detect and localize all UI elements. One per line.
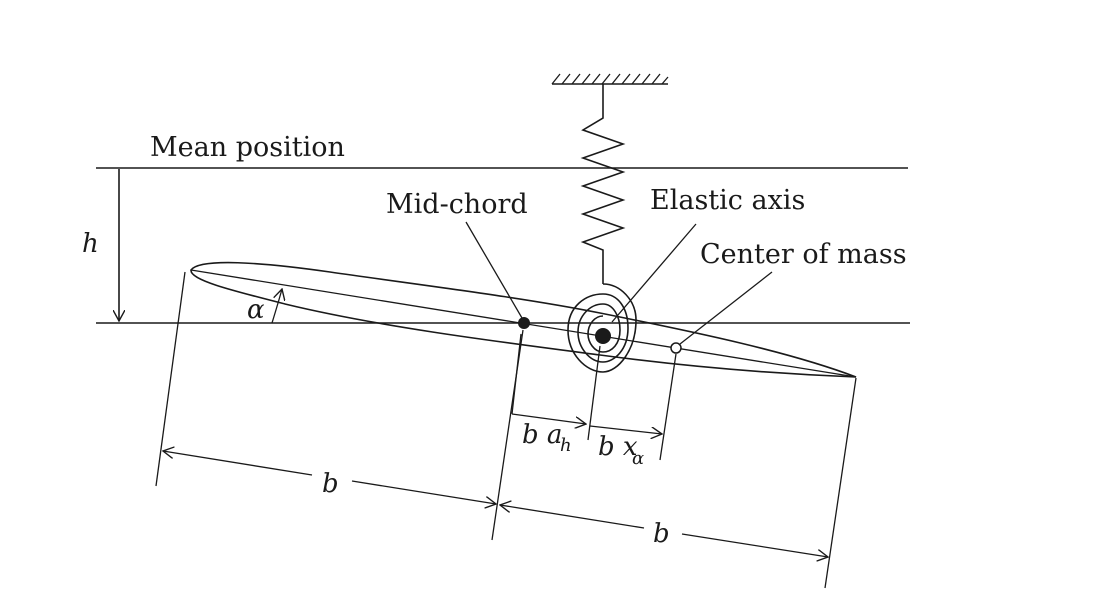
plunge-spring — [580, 84, 626, 284]
elastic-axis-label: Elastic axis — [650, 185, 805, 216]
b-xa-label: b x — [598, 432, 638, 462]
b-xa-dimension — [589, 425, 662, 434]
center-of-mass-label: Center of mass — [700, 239, 907, 270]
b-left-dimension — [163, 451, 496, 504]
b-left-label: b — [322, 469, 339, 499]
alpha-arc — [271, 289, 282, 324]
elastic-axis-point — [595, 328, 611, 344]
center-of-mass-leader — [679, 271, 773, 345]
b-ah-subscript: h — [560, 435, 572, 456]
b-right-dimension — [500, 505, 828, 557]
mid-chord-point — [518, 317, 530, 329]
b-ah-label: b a — [522, 420, 562, 450]
torsional-spring — [567, 283, 637, 373]
center-of-mass-point — [670, 342, 682, 354]
mid-chord-leader — [465, 221, 523, 319]
h-label: h — [82, 229, 99, 259]
elastic-axis-leader — [611, 223, 697, 323]
b-ah-dimension — [511, 413, 586, 424]
b-xa-subscript: α — [632, 448, 644, 469]
b-right-label: b — [653, 519, 670, 549]
mean-position-label: Mean position — [150, 132, 345, 163]
mid-chord-label: Mid-chord — [386, 189, 528, 220]
fixed-support — [551, 73, 669, 85]
extension-lines — [155, 271, 857, 589]
alpha-label: α — [247, 295, 265, 325]
